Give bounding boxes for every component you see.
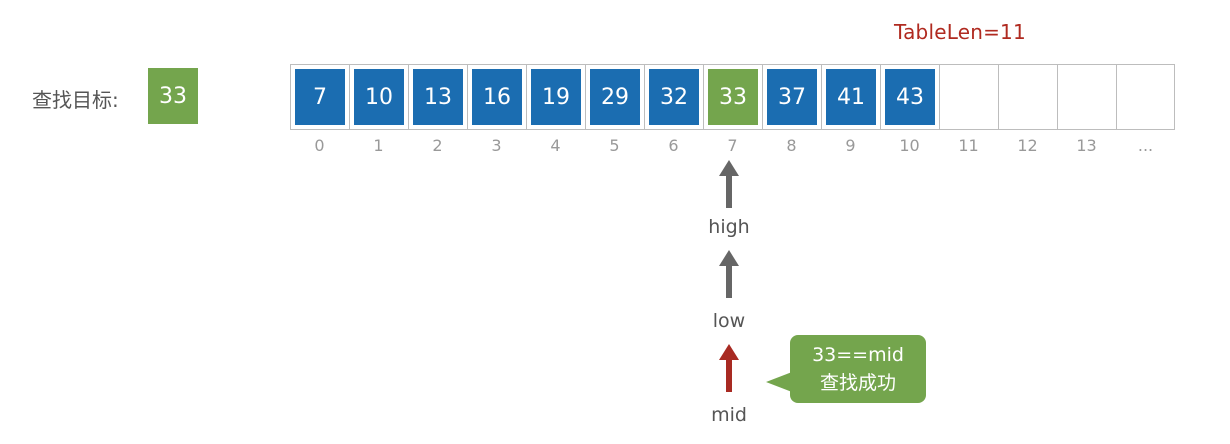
array-index-label: 2 [432,136,443,155]
array-cell: 10 [354,69,404,125]
array-cell: 7 [295,69,345,125]
array-slot: 32 [644,64,703,130]
array-slot: 16 [467,64,526,130]
array-slot: 19 [526,64,585,130]
message-line-1: 33==mid [812,344,904,366]
array-slot [998,64,1057,130]
array-index-label: 6 [668,136,679,155]
array-cell: 43 [885,69,935,125]
array-index-label: 1 [373,136,384,155]
mid-arrow-icon [719,344,739,392]
array-slot: 33 [703,64,762,130]
array-cell: 32 [649,69,699,125]
message-line-2: 查找成功 [819,372,896,394]
array-slot: 43 [880,64,939,130]
array-slot: 29 [585,64,644,130]
search-target-label: 查找目标: [32,88,119,112]
array-slot [939,64,998,130]
array-cell: 13 [413,69,463,125]
array-index-label: 11 [958,136,979,155]
array-index-label: 5 [609,136,620,155]
array-cell: 41 [826,69,876,125]
message-bubble: 33==mid 查找成功 [790,335,926,403]
mid-pointer-label: mid [711,404,747,426]
array-index-label: 9 [845,136,856,155]
array-cell: 29 [590,69,640,125]
array-cell: 37 [767,69,817,125]
array-index-label: 13 [1076,136,1097,155]
array-slot: 10 [349,64,408,130]
low-arrow-icon [719,250,739,298]
array-index-label: ... [1137,136,1154,155]
high-pointer-label: high [708,216,750,238]
array-index-label: 10 [899,136,920,155]
low-pointer-label: low [712,310,746,332]
array-index-label: 7 [727,136,738,155]
array-slot: 13 [408,64,467,130]
array-index-label: 3 [491,136,502,155]
array-slot: 7 [290,64,349,130]
array-index-label: 0 [314,136,325,155]
table-length-label: TableLen=11 [894,20,1026,44]
array-cell-found: 33 [708,69,758,125]
array-index-label: 8 [786,136,797,155]
array-slot [1057,64,1116,130]
array-slot [1116,64,1175,130]
array-cell: 16 [472,69,522,125]
array-slot: 41 [821,64,880,130]
high-arrow-icon [719,160,739,208]
array-slot: 37 [762,64,821,130]
message-bubble-tail [766,372,792,392]
array-index-label: 12 [1017,136,1038,155]
search-target-box: 33 [148,68,198,124]
array-cell: 19 [531,69,581,125]
array-index-label: 4 [550,136,561,155]
